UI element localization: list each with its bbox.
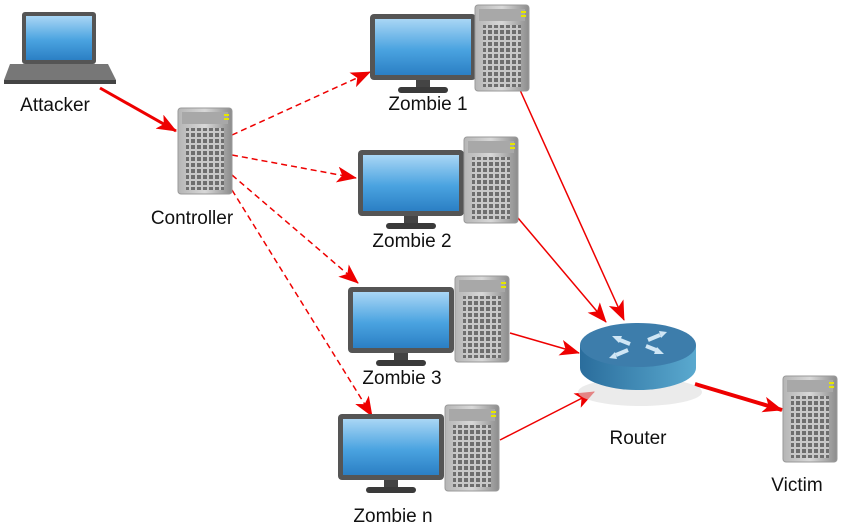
desktop-icon <box>358 150 464 229</box>
server-icon <box>177 107 233 195</box>
victim-label: Victim <box>771 475 822 496</box>
server-icon <box>463 136 519 224</box>
arrow-zombie1-router <box>519 89 625 321</box>
arrow-controller-zombien <box>231 189 373 417</box>
zombie2-label: Zombie 2 <box>372 231 451 252</box>
router-icon <box>578 323 702 406</box>
zombien-label: Zombie n <box>353 506 432 527</box>
attacker-label: Attacker <box>20 95 90 116</box>
attacker-node: Attacker <box>4 12 116 116</box>
arrows <box>99 71 783 441</box>
server-icon <box>454 275 510 363</box>
arrow-zombien-router <box>499 391 595 441</box>
router-node: Router <box>578 323 702 449</box>
desktop-icon <box>348 287 454 366</box>
desktop-icon <box>370 14 476 93</box>
arrow-zombie3-router <box>509 332 580 356</box>
zombie2-node: Zombie 2 <box>358 136 519 252</box>
controller-label: Controller <box>151 208 234 229</box>
arrow-controller-zombie2 <box>231 154 357 183</box>
victim-node: Victim <box>771 375 838 496</box>
server-icon <box>474 4 530 92</box>
arrow-controller-zombie1 <box>231 71 371 136</box>
zombie3-node: Zombie 3 <box>348 275 510 389</box>
zombie3-label: Zombie 3 <box>362 368 441 389</box>
arrow-controller-zombie3 <box>231 174 359 284</box>
arrow-router-victim <box>694 382 783 413</box>
zombie1-node: Zombie 1 <box>370 4 530 115</box>
server-icon <box>782 375 838 463</box>
arrow-attacker-controller <box>99 86 177 133</box>
server-icon <box>444 404 500 492</box>
controller-node: Controller <box>151 107 234 229</box>
laptop-icon <box>4 12 116 84</box>
arrow-zombie2-router <box>517 217 607 323</box>
router-label: Router <box>609 428 667 449</box>
zombien-node: Zombie n <box>338 404 500 527</box>
zombie1-label: Zombie 1 <box>388 94 467 115</box>
desktop-icon <box>338 414 444 493</box>
